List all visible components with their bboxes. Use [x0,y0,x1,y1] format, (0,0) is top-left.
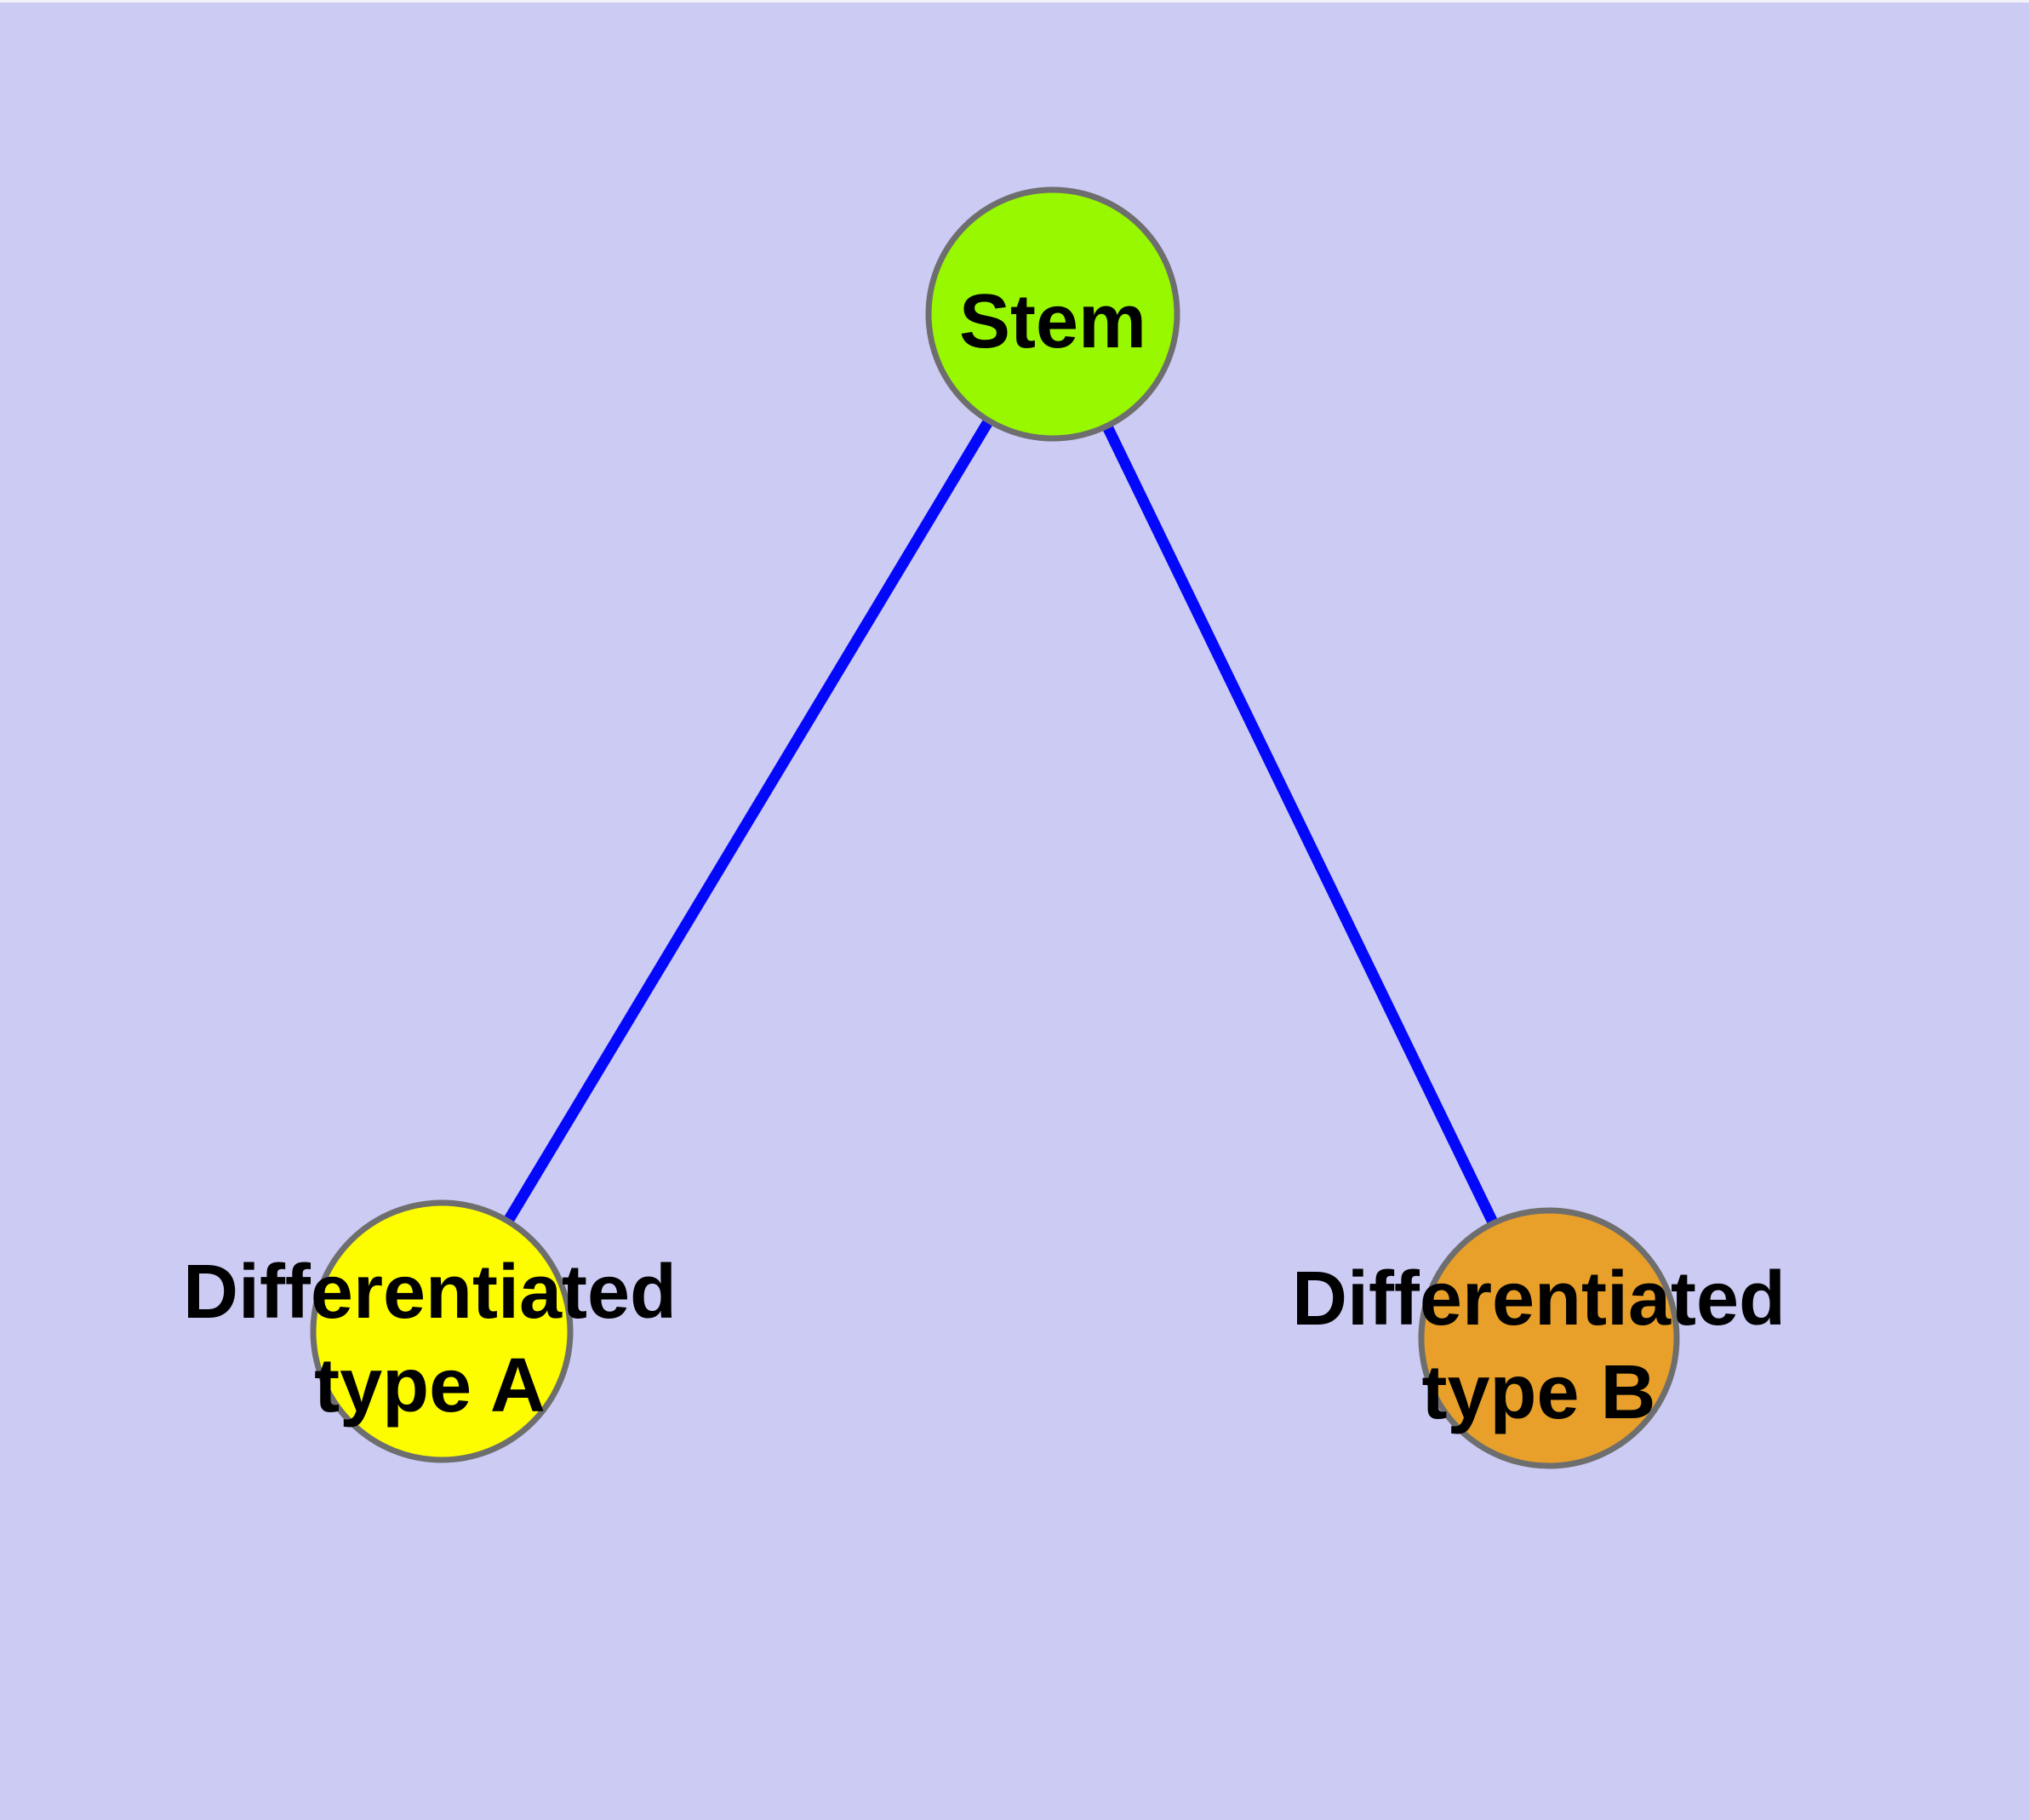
node-differentiated-type-b[interactable] [1418,1207,1680,1469]
node-type-a-label-line1: Differentiated [183,1250,677,1335]
node-type-b-label-line2: type B [1421,1350,1655,1435]
node-type-b-label-line1: Differentiated [1292,1256,1786,1342]
node-stem[interactable] [925,186,1180,442]
top-edge-highlight [0,0,2029,3]
edge-stem-to-type-a [437,311,1058,1335]
edge-stem-to-type-b [1048,312,1554,1341]
node-stem-label: Stem [959,279,1146,364]
node-differentiated-type-a[interactable] [310,1199,574,1463]
node-type-a-label-line2: type A [314,1343,546,1428]
